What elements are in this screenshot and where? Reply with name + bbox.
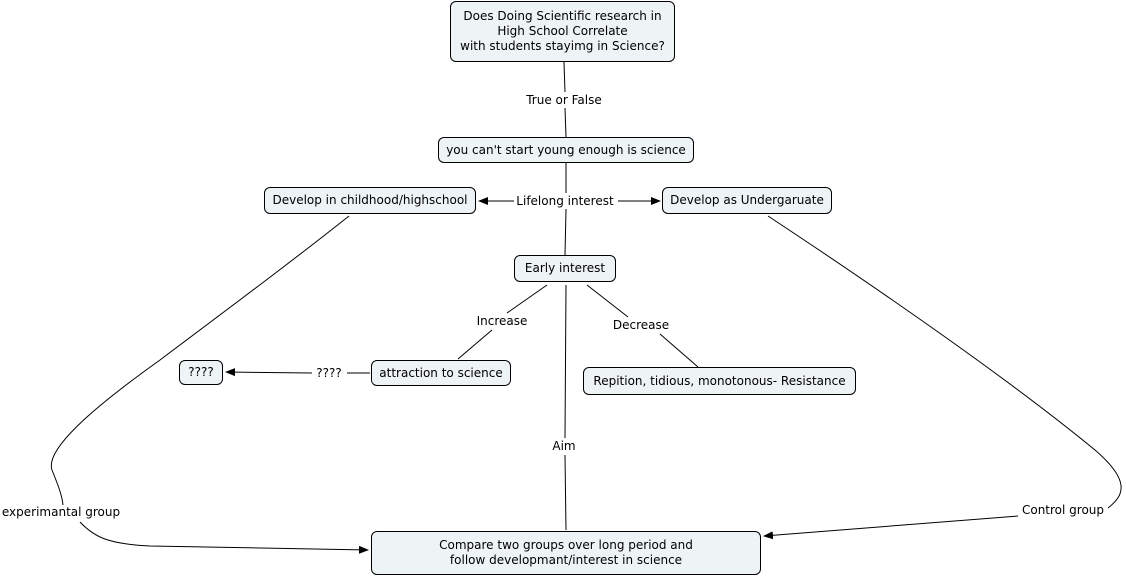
line-increase-to-attraction <box>457 329 493 360</box>
node-repetition[interactable]: Repition, tidious, monotonous- Resistanc… <box>583 367 856 395</box>
line-lifelong-to-early <box>564 208 567 256</box>
line-early-to-increase <box>506 284 548 314</box>
node-early[interactable]: Early interest <box>514 255 616 282</box>
curve-childhood-to-experimental <box>50 215 350 506</box>
arrow-qmarks-to-unknown <box>225 368 313 377</box>
line-early-to-aim <box>564 284 567 439</box>
node-attraction[interactable]: attraction to science <box>371 360 511 386</box>
line-truefalse-to-young <box>564 107 567 138</box>
arrow-experimental-to-compare <box>79 521 369 554</box>
line-early-to-decrease <box>586 284 629 318</box>
line-aim-to-compare <box>564 454 567 531</box>
arrow-control-to-compare <box>763 515 1019 540</box>
line-decrease-to-repetition <box>659 333 699 368</box>
node-young[interactable]: you can't start young enough is science <box>438 137 694 163</box>
link-label-true-or-false: True or False <box>524 93 604 107</box>
link-label-aim: Aim <box>550 439 578 453</box>
link-label-qmarks: ???? <box>314 366 344 380</box>
curve-undergrad-to-control <box>767 215 1122 509</box>
node-undergrad[interactable]: Develop as Undergaruate <box>662 187 832 214</box>
node-question[interactable]: Does Doing Scientific research in High S… <box>450 1 675 62</box>
link-label-increase: Increase <box>474 314 530 328</box>
link-label-lifelong-interest: Lifelong interest <box>514 194 616 208</box>
link-label-control-group: Control group <box>1019 503 1107 517</box>
link-label-experimental-group: experimantal group <box>0 505 123 519</box>
node-compare[interactable]: Compare two groups over long period and … <box>371 531 761 575</box>
line-question-to-truefalse <box>563 61 566 93</box>
node-unknown[interactable]: ???? <box>179 360 223 385</box>
link-label-decrease: Decrease <box>610 318 672 332</box>
node-childhood[interactable]: Develop in childhood/highschool <box>264 187 476 214</box>
